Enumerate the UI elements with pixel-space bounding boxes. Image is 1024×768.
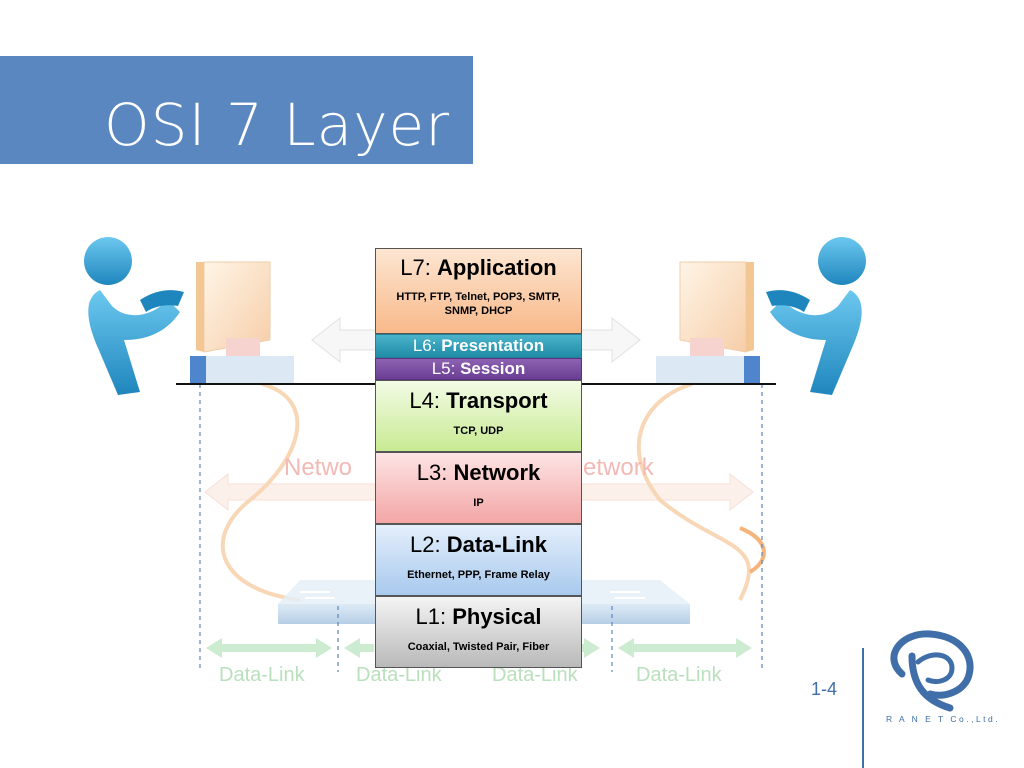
layer-transport: L4: Transport TCP, UDP	[375, 380, 582, 452]
title-band	[0, 56, 473, 164]
layer-title: L2: Data-Link	[410, 532, 547, 557]
page-number: 1-4	[811, 679, 838, 699]
layer-data-link: L2: Data-Link Ethernet, PPP, Frame Relay	[375, 524, 582, 596]
network-label-right: etwork	[583, 454, 654, 481]
data-link-label: Data-Link	[219, 664, 305, 686]
logo-text: R A N E T Co.,Ltd.	[886, 714, 1001, 724]
data-link-label: Data-Link	[356, 664, 442, 686]
layer-title: L7: Application	[400, 255, 557, 280]
layer-protocols: IP	[473, 497, 484, 509]
layer-title: L5: Session	[431, 359, 526, 378]
right-computer-icon	[656, 261, 760, 384]
layer-protocols: Coaxial, Twisted Pair, Fiber	[407, 641, 550, 653]
right-user-icon	[766, 237, 866, 395]
layer-network: L3: Network IP	[375, 452, 582, 524]
layer-session: L5: Session	[375, 358, 582, 380]
data-link-label: Data-Link	[492, 664, 578, 686]
left-computer-icon	[190, 261, 294, 384]
footer-divider	[862, 648, 864, 768]
layer-presentation: L6: Presentation	[375, 334, 582, 358]
boundary-lines	[199, 384, 763, 672]
data-link-arrows	[206, 638, 752, 658]
network-label-left: Netwo	[284, 454, 353, 481]
layer-title: L4: Transport	[409, 388, 548, 413]
layer-physical: L1: Physical Coaxial, Twisted Pair, Fibe…	[375, 596, 582, 668]
layer-application: L7: Application HTTP, FTP, Telnet, POP3,…	[375, 248, 582, 334]
layer-protocols: HTTP, FTP, Telnet, POP3, SMTP, SNMP, DHC…	[396, 291, 561, 317]
ranet-logo-icon	[890, 630, 974, 712]
slide-title: OSI 7 Layer	[104, 91, 451, 159]
left-user-icon	[84, 237, 184, 395]
layer-protocols: TCP, UDP	[453, 425, 504, 437]
layer-protocols: Ethernet, PPP, Frame Relay	[407, 569, 550, 581]
layer-title: L6: Presentation	[412, 336, 545, 355]
network-cables	[220, 382, 766, 602]
layer-title: L1: Physical	[415, 604, 542, 629]
data-link-label: Data-Link	[636, 664, 722, 686]
layer-title: L3: Network	[416, 460, 541, 485]
osi-layer-stack: L7: Application HTTP, FTP, Telnet, POP3,…	[375, 248, 582, 668]
